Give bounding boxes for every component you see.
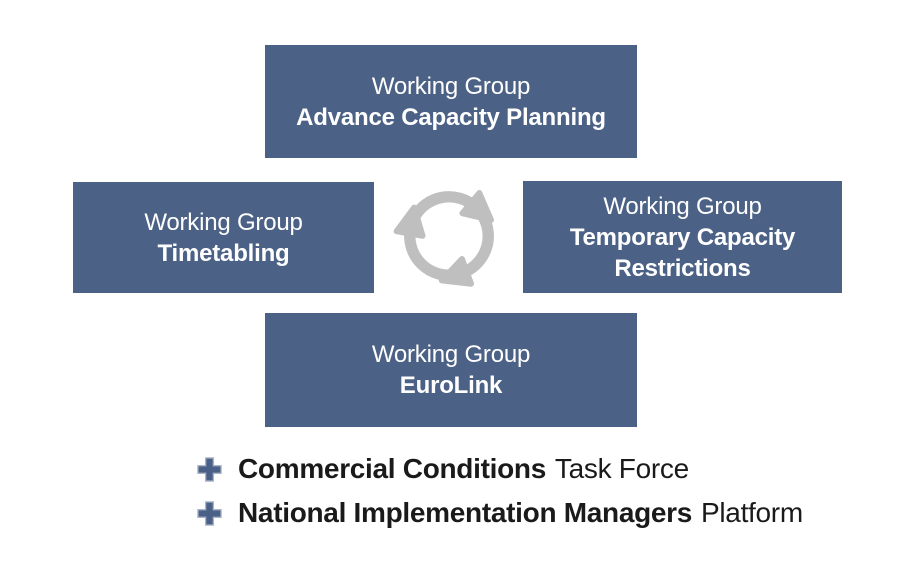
box-subtitle: Working Group <box>371 341 531 368</box>
task-item-bold-label: National Implementation Managers <box>238 497 693 528</box>
task-item-bold-label: Commercial Conditions <box>238 453 546 484</box>
task-force-row: Commercial Conditions Task Force <box>196 453 689 485</box>
platform-row: National Implementation Managers Platform <box>196 497 803 529</box>
box-title: Advance Capacity Planning <box>296 103 606 131</box>
task-item-regular-label: Task Force <box>554 453 689 484</box>
box-title: Temporary Capacity Restrictions <box>569 223 796 282</box>
box-subtitle: Working Group <box>603 192 762 220</box>
box-subtitle: Working Group <box>144 208 303 236</box>
box-title: EuroLink <box>399 372 503 399</box>
plus-icon <box>197 456 222 482</box>
task-item-text: National Implementation Managers Platform <box>238 497 803 529</box>
working-group-box-temporary-capacity-restrictions: Working Group Temporary Capacity Restric… <box>523 181 842 293</box>
working-group-box-eurolink: Working Group EuroLink <box>265 313 637 427</box>
task-item-text: Commercial Conditions Task Force <box>238 453 689 485</box>
working-group-box-advance-capacity-planning: Working Group Advance Capacity Planning <box>265 45 637 158</box>
box-title: Timetabling <box>157 239 290 267</box>
box-subtitle: Working Group <box>371 72 531 100</box>
cycle-arrows-icon <box>393 190 495 287</box>
working-group-box-timetabling: Working Group Timetabling <box>73 182 374 293</box>
plus-icon <box>197 500 222 526</box>
task-item-regular-label: Platform <box>701 497 803 528</box>
